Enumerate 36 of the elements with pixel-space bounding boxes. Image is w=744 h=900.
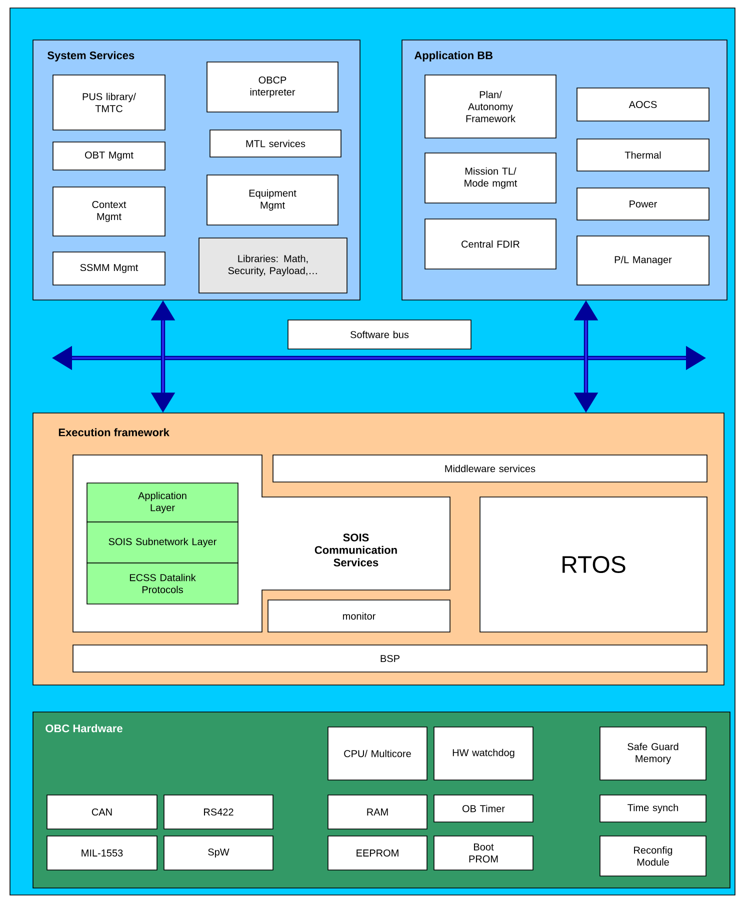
module-box: EEPROM [328, 836, 428, 870]
module-box: RAM [328, 794, 428, 830]
module-box: Power [576, 188, 710, 220]
module-box: OBT Mgmt [52, 142, 166, 170]
module-box: Thermal [576, 138, 710, 172]
module-box: Safe Guard Memory [600, 726, 706, 780]
module-box: BSP [72, 644, 708, 672]
module-box: OBCP interpreter [206, 62, 338, 112]
module-box: Software bus [288, 320, 472, 350]
module-box: Boot PROM [434, 836, 534, 870]
module-box: RTOS [480, 496, 708, 632]
module-box: Equipment Mgmt [206, 174, 338, 226]
module-box: Middleware services [272, 454, 708, 482]
module-box: OB Timer [434, 794, 534, 822]
module-box: PUS library/ TMTC [52, 74, 166, 130]
module-box: CPU/ Multicore [328, 726, 428, 780]
module-box: Application Layer [86, 482, 238, 522]
module-box: Plan/ Autonomy Framework [424, 74, 556, 138]
module-box: SSMM Mgmt [52, 252, 166, 286]
module-box: ECSS Datalink Protocols [86, 562, 238, 604]
module-box: Central FDIR [424, 218, 556, 270]
module-box: P/L Manager [576, 236, 710, 286]
module-box: Mission TL/ Mode mgmt [424, 152, 556, 204]
module-box: Time synch [600, 794, 706, 822]
module-box: AOCS [576, 88, 710, 122]
module-box: RS422 [164, 794, 274, 830]
module-box: SpW [164, 836, 274, 870]
module-box: MTL services [210, 130, 342, 158]
module-box: monitor [268, 600, 450, 632]
module-box: CAN [46, 794, 158, 830]
module-box: Reconfig Module [600, 836, 706, 876]
module-box: SOIS Subnetwork Layer [86, 522, 238, 564]
module-box: Libraries: Math, Security, Payload,… [198, 238, 348, 294]
module-box: Context Mgmt [52, 186, 166, 236]
module-box: MIL-1553 [46, 836, 158, 870]
module-box: HW watchdog [434, 726, 534, 780]
